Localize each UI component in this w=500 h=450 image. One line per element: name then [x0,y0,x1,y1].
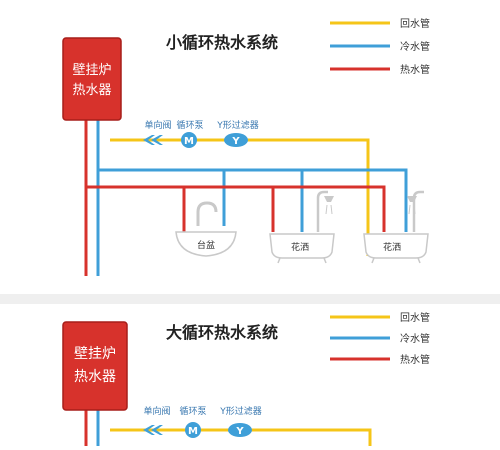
shower2-label: 花洒 [383,241,401,253]
bathtub-icon [269,233,335,259]
shower-fixture-2: 花洒 [363,190,429,264]
legend: 回水管 冷水管 热水管 [330,17,430,76]
filter-label: Y形过滤器 [216,119,259,131]
check-valve-arrow-icon [151,135,163,145]
filter-label: Y形过滤器 [219,405,262,417]
legend: 回水管 冷水管 热水管 [330,311,430,366]
shower1-label: 花洒 [291,241,309,253]
filter-symbol: Y [235,426,244,437]
hot-supply-pipe [86,185,386,232]
wall-heater: 壁挂炉 热水器 [62,321,128,411]
legend-return-label: 回水管 [400,17,430,30]
basin-fixture: 台盆 [175,201,237,257]
panel-small-loop: 小循环热水系统 回水管 冷水管 热水管 壁 [62,17,430,276]
pump-symbol: M [184,136,194,147]
cold-supply-pipe [98,168,408,232]
heater-label-line1: 壁挂炉 [74,346,116,362]
heater-body [62,37,122,121]
heater-label-line2: 热水器 [72,83,111,98]
return-components: 单向阀 循环泵 M Y形过滤器 Y [143,119,259,148]
shower1-riser-icon [316,190,328,232]
legend-hot-label: 热水管 [400,353,430,366]
check-valve-label: 单向阀 [143,405,170,417]
legend-hot-label: 热水管 [400,63,430,76]
shower1-spray-icon [330,204,333,215]
check-valve-label: 单向阀 [144,119,171,131]
circulation-pump-icon [181,132,197,148]
legend-cold-label: 冷水管 [400,40,430,53]
shower2-spray-icon [413,204,416,215]
y-filter-icon [228,423,252,437]
check-valve-icon [143,135,155,145]
pump-label: 循环泵 [179,405,206,417]
legend-cold-label: 冷水管 [400,332,430,345]
wall-heater: 壁挂炉 热水器 [62,37,122,121]
tub-foot-icon [371,257,375,264]
shower1-head-icon [324,196,334,202]
legend-return-label: 回水管 [400,311,430,324]
pump-symbol: M [188,426,198,437]
shower-fixture-1: 花洒 [269,190,335,264]
check-valve-icon [143,425,155,435]
heater-body [62,321,128,411]
panel-title: 小循环热水系统 [166,33,278,52]
pump-label: 循环泵 [176,119,203,131]
panel-title: 大循环热水系统 [166,323,278,342]
tub-foot-icon [323,257,327,264]
tub-foot-icon [277,257,281,264]
shower2-spray-icon [408,204,411,215]
panel-divider [0,294,500,304]
shower1-spray-icon [325,204,328,215]
bathtub-icon [363,233,429,259]
return-components: 单向阀 循环泵 M Y形过滤器 Y [143,405,262,438]
circulation-pump-icon [185,422,201,438]
panel-large-loop: 大循环热水系统 回水管 冷水管 热水管 壁挂炉 热水器 单向阀 循环泵 [62,311,430,446]
basin-icon [175,231,237,257]
tub-foot-icon [417,257,421,264]
shower2-head-icon [407,196,417,202]
check-valve-arrow-icon [151,425,163,435]
basin-label: 台盆 [197,239,215,251]
y-filter-icon [224,133,248,147]
heater-label-line2: 热水器 [74,369,116,385]
heater-label-line1: 壁挂炉 [72,63,111,78]
basin-faucet-icon [196,201,218,226]
filter-symbol: Y [231,136,240,147]
